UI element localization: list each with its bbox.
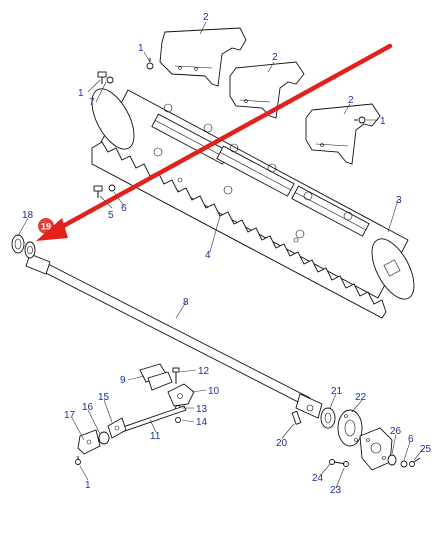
callout-11: 11	[150, 431, 161, 442]
bearing-21	[320, 407, 336, 429]
callout-19: 19	[41, 222, 51, 232]
serrated-bar	[91, 141, 387, 319]
callout-16: 16	[82, 402, 94, 413]
callout-15: 15	[98, 392, 110, 403]
hub-22	[337, 409, 363, 447]
callout-6-b: 6	[408, 434, 414, 445]
cover-plate-right	[305, 103, 381, 165]
bolt-25	[409, 457, 421, 467]
drum	[91, 88, 415, 300]
bolt-7	[97, 71, 114, 84]
callout-22: 22	[355, 392, 367, 403]
callout-12: 12	[198, 366, 210, 377]
bolt-1-right	[354, 116, 366, 124]
cover-plate-middle	[229, 61, 305, 119]
bearing-18	[11, 234, 25, 254]
bracket-15	[107, 417, 127, 439]
callout-24: 24	[312, 473, 324, 484]
callout-18: 18	[22, 210, 34, 221]
callout-labels: 2 2 2 1 1 7 1 3 4 5 6 18 8 9 12 10 13 14…	[22, 12, 432, 496]
callout-10: 10	[208, 386, 220, 397]
bolt-5	[93, 185, 103, 198]
callout-1-a: 1	[138, 43, 144, 54]
callout-21: 21	[331, 386, 343, 397]
shaft	[25, 253, 323, 419]
callout-1-b: 1	[78, 88, 84, 99]
callout-7: 7	[89, 97, 95, 108]
bushing-16	[98, 431, 110, 445]
leader-lines	[17, 21, 425, 489]
callout-20: 20	[276, 438, 288, 449]
washer-26	[387, 454, 397, 466]
callout-4: 4	[205, 250, 211, 261]
callout-1-c: 1	[380, 116, 386, 127]
callout-2-a: 2	[203, 12, 209, 23]
bolt-1-bottom	[75, 456, 81, 465]
callout-5: 5	[108, 210, 114, 221]
callout-2-c: 2	[348, 95, 354, 106]
nut-6	[108, 184, 116, 192]
callout-26: 26	[390, 426, 402, 437]
callout-2-b: 2	[272, 52, 278, 63]
nut-6-right	[400, 460, 408, 468]
bolt-1-top	[146, 58, 154, 70]
callout-9: 9	[120, 375, 126, 386]
callout-1-d: 1	[85, 480, 91, 491]
bolt-23-24	[329, 459, 349, 467]
callout-13: 13	[196, 404, 208, 415]
bolt-12	[172, 367, 180, 384]
red-pointer-arrow	[36, 43, 393, 241]
bracket-17	[77, 429, 101, 455]
callout-3: 3	[396, 195, 402, 206]
nut-14	[175, 417, 181, 423]
callout-17: 17	[64, 410, 76, 421]
clamp-9	[139, 363, 173, 391]
callout-25: 25	[420, 444, 432, 455]
callout-8: 8	[183, 297, 189, 308]
drive-flange	[359, 427, 393, 471]
seal-19	[24, 241, 36, 259]
callout-6-a: 6	[121, 203, 127, 214]
key-20	[291, 410, 302, 425]
callout-14: 14	[196, 417, 208, 428]
bracket-10	[167, 383, 195, 407]
callout-23: 23	[330, 485, 342, 496]
cover-plate-left	[159, 27, 247, 87]
